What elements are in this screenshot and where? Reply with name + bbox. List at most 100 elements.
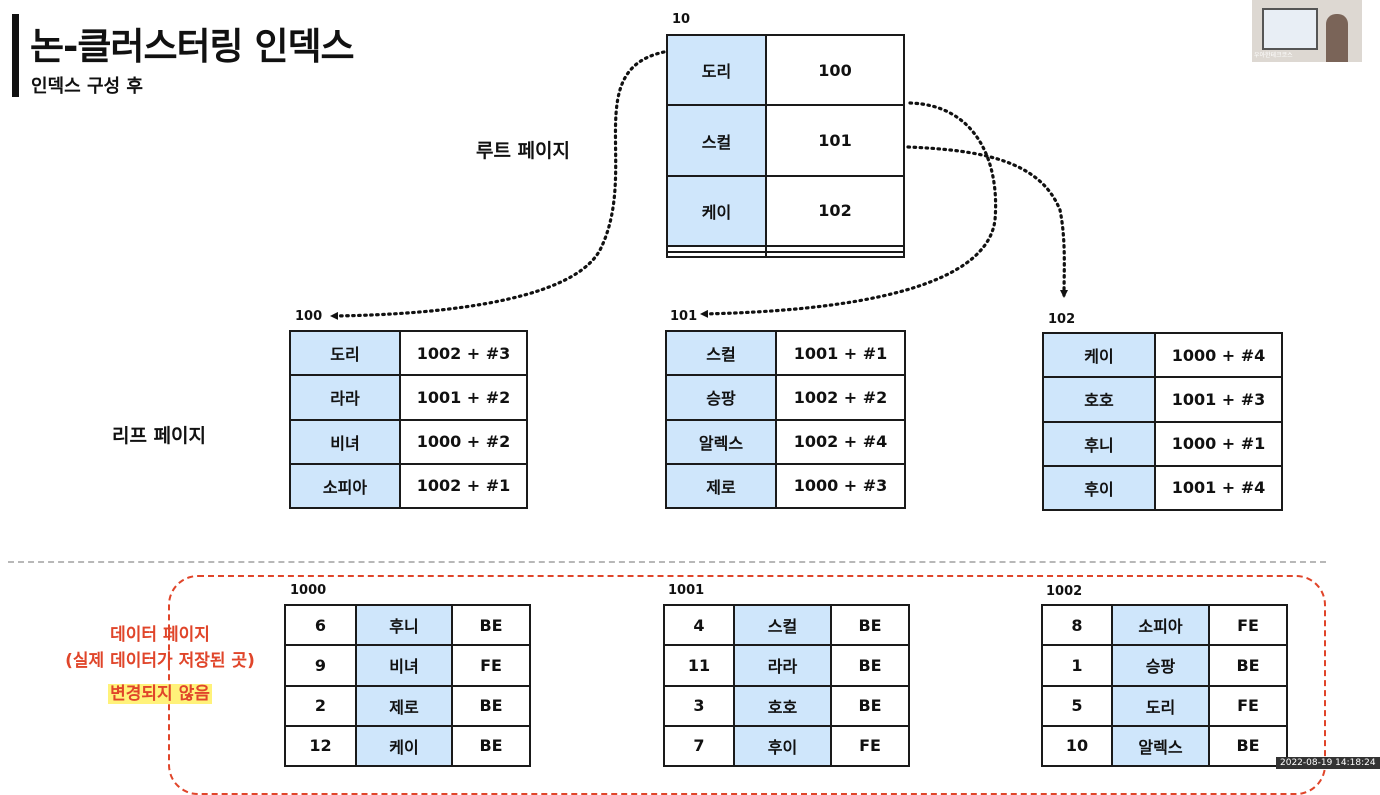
row-name: 호호 xyxy=(733,684,832,727)
row-role: BE xyxy=(451,684,531,727)
row-name: 도리 xyxy=(1111,684,1210,727)
leaf-page-id: 100 xyxy=(295,309,323,324)
data-page-id: 1002 xyxy=(1046,584,1083,599)
video-timestamp: 2022-08-19 14:18:24 xyxy=(1276,757,1380,769)
leaf-key: 스컬 xyxy=(665,329,777,377)
section-divider xyxy=(8,561,1326,563)
row-role: BE xyxy=(1208,724,1288,768)
row-number: 11 xyxy=(663,644,735,687)
data-page-label: 데이터 페이지 xyxy=(110,625,210,645)
row-role: BE xyxy=(451,603,531,647)
leaf-pointer: 1002 + #3 xyxy=(399,329,528,377)
leaf-pointer: 1001 + #4 xyxy=(1154,464,1283,512)
row-role: BE xyxy=(830,603,910,647)
leaf-key: 비녀 xyxy=(289,418,401,465)
leaf-key: 호호 xyxy=(1042,376,1156,423)
data-page-id: 1001 xyxy=(668,583,705,598)
row-name: 후이 xyxy=(733,724,832,768)
row-role: BE xyxy=(830,644,910,687)
root-empty-cell xyxy=(666,250,767,259)
leaf-pointer: 1000 + #1 xyxy=(1154,420,1283,467)
root-empty-cell xyxy=(666,245,767,253)
leaf-key: 후이 xyxy=(1042,464,1156,512)
arrow-root-to-leaf-100 xyxy=(330,50,666,320)
root-key: 스컬 xyxy=(666,104,767,177)
leaf-key: 도리 xyxy=(289,329,401,377)
root-key: 도리 xyxy=(666,33,767,107)
row-number: 5 xyxy=(1041,684,1113,727)
row-number: 3 xyxy=(663,684,735,727)
leaf-pointer: 1002 + #1 xyxy=(399,462,528,510)
leaf-key: 후니 xyxy=(1042,420,1156,467)
leaf-key: 제로 xyxy=(665,462,777,510)
root-pointer: 100 xyxy=(765,33,905,107)
row-name: 스컬 xyxy=(733,603,832,647)
leaf-key: 케이 xyxy=(1042,331,1156,379)
root-page-label: 루트 페이지 xyxy=(476,140,571,162)
data-page-id: 1000 xyxy=(290,583,327,598)
row-role: BE xyxy=(451,724,531,768)
row-name: 소피아 xyxy=(1111,603,1210,647)
leaf-page-label: 리프 페이지 xyxy=(112,425,207,447)
root-pointer: 102 xyxy=(765,174,905,248)
root-empty-cell xyxy=(765,250,905,259)
pointer-arrows xyxy=(330,50,1069,320)
table-row xyxy=(666,245,905,253)
webcam-thumbnail: 우아한테크코스 xyxy=(1252,0,1362,62)
leaf-pointer: 1002 + #4 xyxy=(775,418,906,465)
leaf-key: 소피아 xyxy=(289,462,401,510)
row-role: FE xyxy=(1208,684,1288,727)
row-role: BE xyxy=(1208,644,1288,687)
row-number: 9 xyxy=(284,644,357,687)
row-number: 10 xyxy=(1041,724,1113,768)
row-name: 후니 xyxy=(355,603,453,647)
root-key: 케이 xyxy=(666,174,767,248)
leaf-key: 라라 xyxy=(289,374,401,421)
row-role: FE xyxy=(451,644,531,687)
row-number: 6 xyxy=(284,603,357,647)
page-title: 논-클러스터링 인덱스 xyxy=(30,25,355,68)
unchanged-badge: 변경되지 않음 xyxy=(108,684,212,704)
row-role: FE xyxy=(830,724,910,768)
leaf-key: 승팡 xyxy=(665,374,777,421)
leaf-page-id: 102 xyxy=(1048,312,1076,327)
root-empty-cell xyxy=(765,245,905,253)
table-row xyxy=(666,250,905,259)
data-page-note: (실제 데이터가 저장된 곳) xyxy=(65,651,255,671)
leaf-page-id: 101 xyxy=(670,309,698,324)
row-number: 1 xyxy=(1041,644,1113,687)
leaf-key: 알렉스 xyxy=(665,418,777,465)
row-name: 비녀 xyxy=(355,644,453,687)
row-name: 라라 xyxy=(733,644,832,687)
row-name: 제로 xyxy=(355,684,453,727)
leaf-pointer: 1000 + #2 xyxy=(399,418,528,465)
